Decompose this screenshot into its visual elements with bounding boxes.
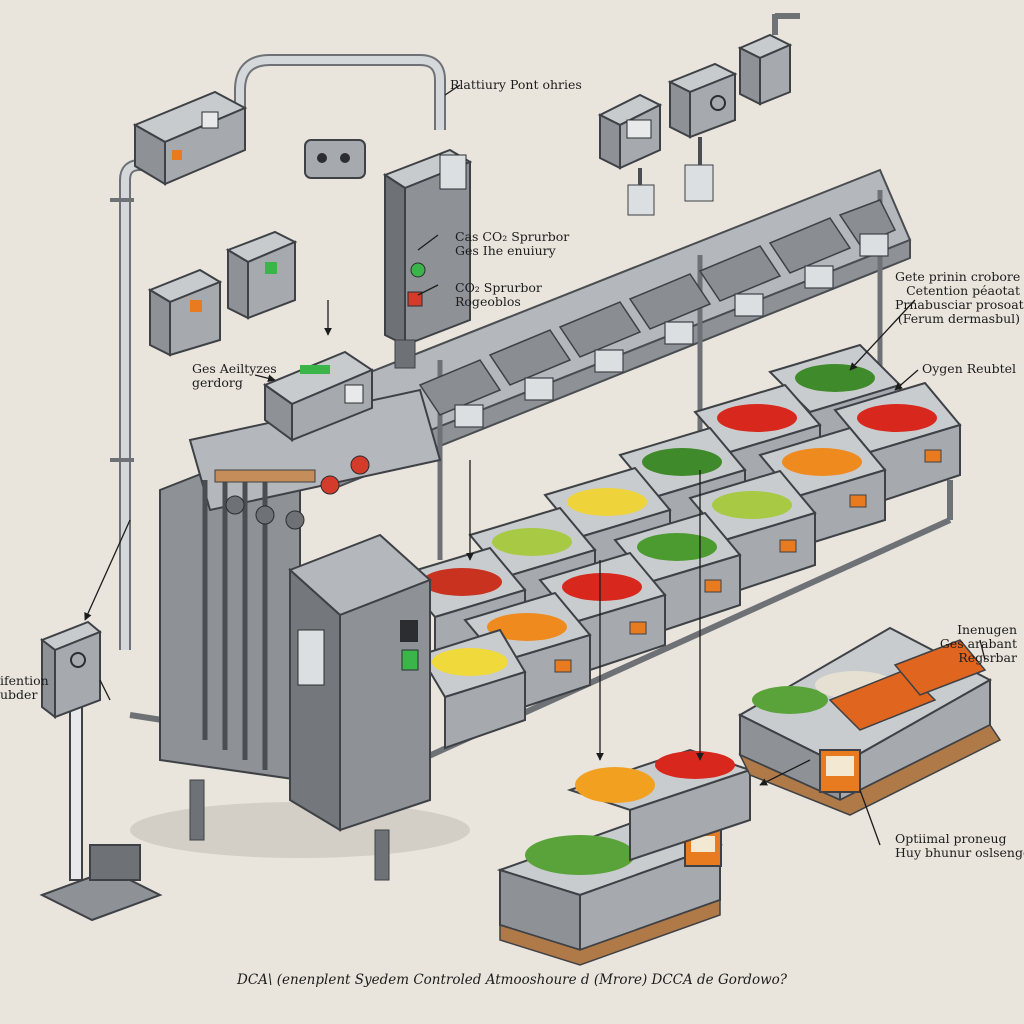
label-right-top-line-2: Cetention péaotat bbox=[906, 283, 1020, 298]
control-box-right-1 bbox=[597, 93, 663, 216]
control-box-co2-valve bbox=[304, 139, 366, 179]
label-co2-scrubber-2-line-2: Rogeoblos bbox=[455, 294, 521, 309]
label-right-bottom-line-1: Optiimal proneug bbox=[895, 831, 1007, 846]
label-left-edge: ifention ubder bbox=[0, 674, 49, 702]
label-right-top-line-3: Prnabusciar prosoat bbox=[895, 297, 1024, 312]
crate-bottom-right bbox=[737, 626, 1002, 816]
label-right-middle-line-2: Ges arabant bbox=[939, 636, 1017, 651]
wall-control-boxes bbox=[132, 13, 800, 357]
label-right-bottom-line-2: Huy bhunur oslsenger bbox=[895, 845, 1024, 860]
gas-analyzer-box bbox=[262, 350, 375, 442]
bin-bananas bbox=[418, 628, 527, 750]
label-co2-scrubber-1-line-1: Cas CO₂ Sprurbor bbox=[455, 229, 570, 244]
label-gas-analyzer-line-2: gerdorg bbox=[192, 375, 243, 390]
label-oxygen-text: Oygen Reubtel bbox=[922, 361, 1017, 376]
label-right-top: Gete prinin crobore Cetention péaotat Pr… bbox=[895, 269, 1024, 326]
label-right-middle-line-1: Inenugen bbox=[957, 622, 1017, 637]
label-left-edge-line-2: ubder bbox=[0, 687, 38, 702]
label-co2-scrubber-2-line-1: CO₂ Sprurbor bbox=[455, 280, 542, 295]
label-co2-scrubber-1-line-2: Ges Ihe enuiury bbox=[455, 243, 556, 258]
control-box-mid-a bbox=[225, 230, 298, 320]
label-gas-analyzer: Ges Aeiltyzes gerdorg bbox=[192, 362, 277, 390]
pedestal-meter bbox=[39, 620, 163, 922]
label-top-center-text: Rlattiury Pont ohries bbox=[450, 77, 582, 92]
label-gas-analyzer-line-1: Ges Aeiltyzes bbox=[192, 361, 277, 376]
diagram-caption: DCA\ (enenplent Syedem Controled Atmoosh… bbox=[237, 972, 787, 988]
label-right-middle-line-3: Regsrbar bbox=[958, 650, 1017, 665]
co2-scrubber-column bbox=[382, 148, 473, 369]
control-box-right-3 bbox=[737, 13, 800, 106]
label-right-bottom: Optiimal proneug Huy bhunur oslsenger bbox=[895, 832, 1024, 860]
label-top-center: Rlattiury Pont ohries bbox=[450, 78, 582, 92]
shelf-sensors bbox=[454, 233, 889, 428]
control-box-right-2 bbox=[667, 62, 738, 202]
label-right-middle: Inenugen Ges arabant Regsrbar bbox=[925, 623, 1017, 665]
label-co2-scrubber-1: Cas CO₂ Sprurbor Ges Ihe enuiury bbox=[455, 230, 569, 258]
label-co2-scrubber-2: CO₂ Sprurbor Rogeoblos bbox=[455, 281, 542, 309]
label-right-top-line-1: Gete prinin crobore bbox=[895, 269, 1021, 284]
shelf-trays bbox=[418, 199, 897, 416]
control-box-topleft bbox=[132, 90, 248, 186]
bin-oranges-right bbox=[758, 426, 887, 550]
control-box-mid-b bbox=[147, 268, 223, 357]
floor-shadow bbox=[130, 802, 470, 858]
bin-apples-right bbox=[688, 469, 817, 597]
label-left-edge-line-1: ifention bbox=[0, 673, 49, 688]
produce-bins bbox=[398, 343, 962, 750]
label-right-top-line-4: (Ferum dermasbul) bbox=[897, 311, 1020, 326]
main-cabinet bbox=[159, 388, 442, 881]
leader-lines bbox=[84, 84, 986, 846]
bin-tomatoes-front bbox=[538, 551, 667, 677]
label-oxygen: Oygen Reubtel bbox=[922, 362, 1016, 376]
